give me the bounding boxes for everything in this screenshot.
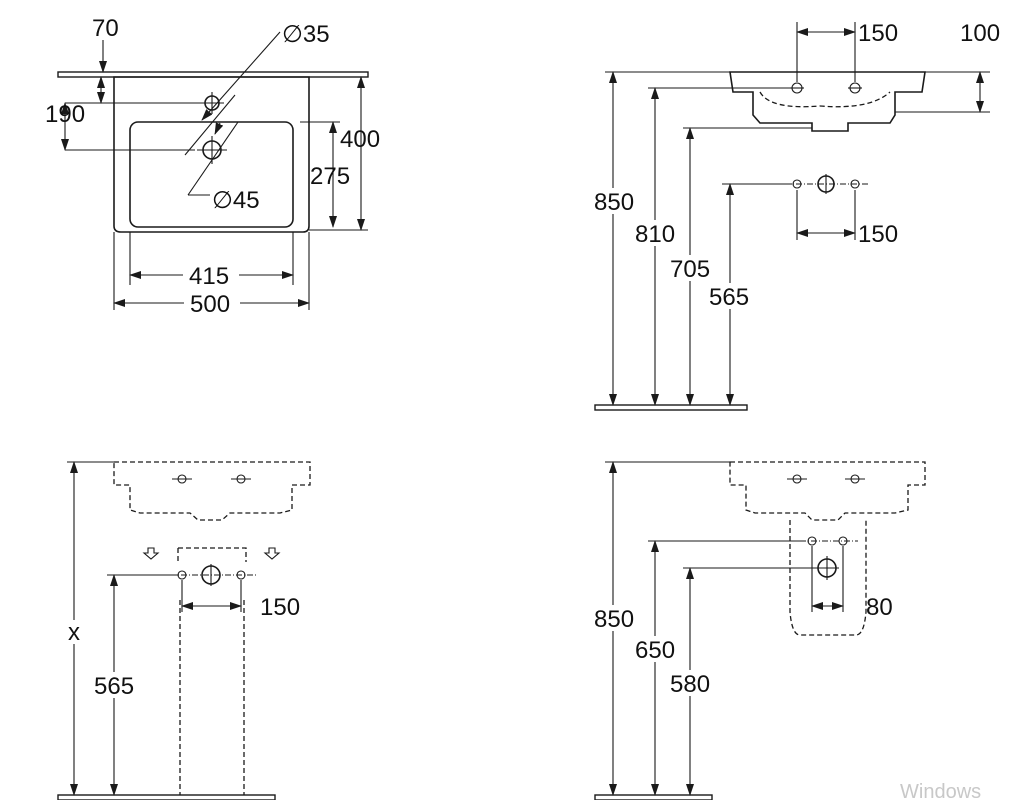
dim-100: 100 bbox=[960, 20, 1000, 47]
dim-400: 400 bbox=[340, 126, 380, 153]
watermark: Windows bbox=[900, 781, 981, 800]
dim-150-pedestal: 150 bbox=[260, 594, 300, 621]
diameter-45-label: ∅45 bbox=[212, 187, 260, 214]
basin-ghost bbox=[113, 461, 311, 521]
dim-810: 810 bbox=[635, 221, 675, 248]
pedestal-view: x 565 150 bbox=[57, 461, 311, 800]
basin-outline bbox=[113, 76, 310, 233]
side-view: 150 100 850 810 705 565 150 bbox=[592, 20, 1000, 411]
semi-pedestal-outline bbox=[789, 520, 867, 636]
floor-strip bbox=[594, 404, 748, 411]
dim-500: 500 bbox=[190, 291, 230, 318]
basin-profile bbox=[729, 71, 926, 132]
dim-580: 580 bbox=[670, 671, 710, 698]
dim-190: 190 bbox=[45, 101, 85, 128]
dim-565-pedestal: 565 bbox=[94, 673, 134, 700]
dim-70: 70 bbox=[92, 15, 119, 42]
dim-565: 565 bbox=[709, 284, 749, 311]
top-view: 70 190 400 275 415 500 ∅35 ∅45 bbox=[45, 15, 380, 318]
dim-150-top: 150 bbox=[858, 20, 898, 47]
dim-705: 705 bbox=[670, 256, 710, 283]
dim-850: 850 bbox=[594, 189, 634, 216]
basin-ghost-right bbox=[729, 461, 926, 521]
bowl-outline bbox=[129, 121, 294, 228]
dim-275: 275 bbox=[310, 163, 350, 190]
dim-150-mid: 150 bbox=[858, 221, 898, 248]
dim-650: 650 bbox=[635, 637, 675, 664]
semi-pedestal-view: 850 650 580 80 bbox=[592, 461, 926, 800]
diameter-35-label: ∅35 bbox=[282, 21, 330, 48]
pedestal-column bbox=[179, 600, 245, 795]
dim-80: 80 bbox=[866, 594, 893, 621]
dim-850-semi: 850 bbox=[594, 606, 634, 633]
dim-415: 415 bbox=[189, 263, 229, 290]
dim-x: x bbox=[68, 619, 80, 646]
